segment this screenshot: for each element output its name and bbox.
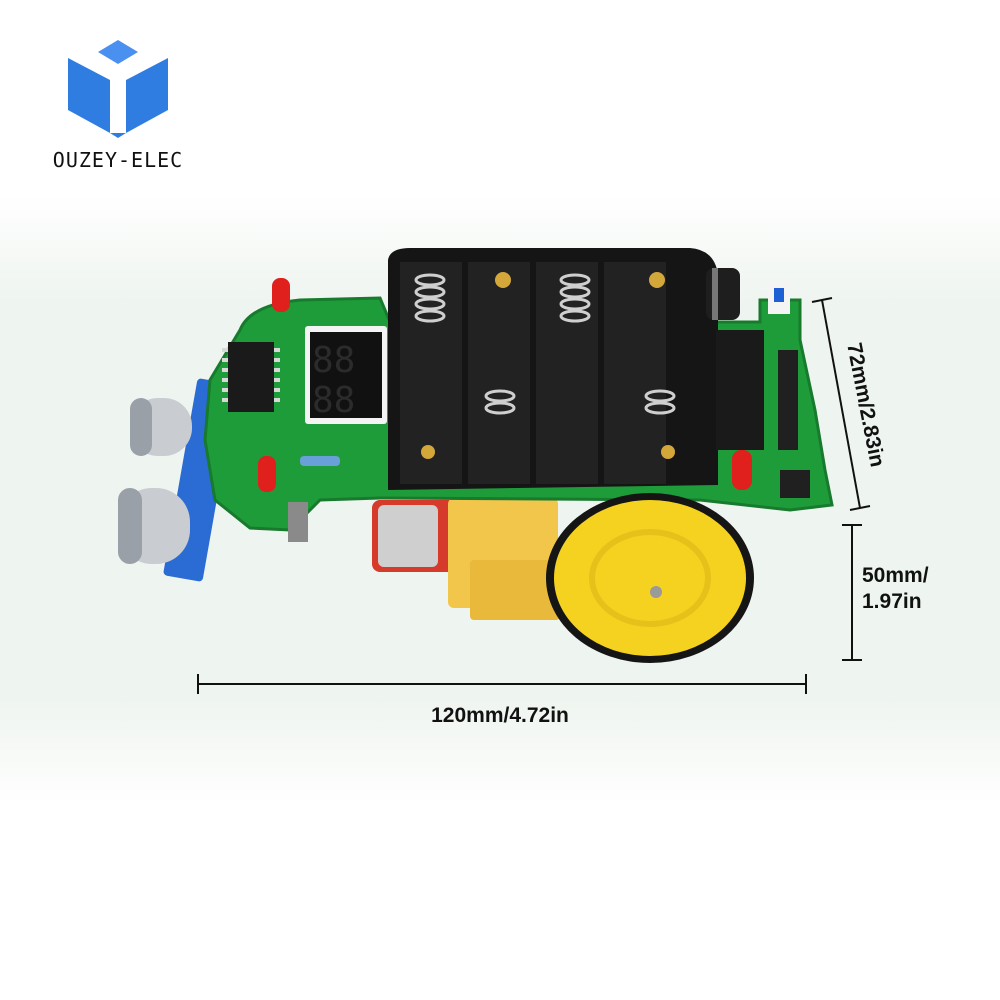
dimension-height-label: 50mm/ 1.97in <box>862 563 982 615</box>
wheel <box>554 500 746 656</box>
dimension-height-line <box>842 524 862 661</box>
dimension-depth-line <box>811 297 871 511</box>
svg-text:88: 88 <box>312 340 355 381</box>
led-right <box>732 450 752 490</box>
resistor <box>300 456 340 466</box>
bolt <box>288 502 308 542</box>
brand-name: OUZEY-ELEC <box>52 148 184 172</box>
dimension-width-label: 120mm/4.72in <box>431 704 569 727</box>
led-left <box>258 456 276 492</box>
capacitor <box>706 268 740 320</box>
battery-springs <box>414 273 676 415</box>
brand-logo <box>68 40 168 138</box>
dimension-height-line1: 50mm/ <box>862 564 929 587</box>
led-top <box>272 278 290 312</box>
microcontroller <box>716 330 764 450</box>
svg-text:88: 88 <box>312 380 355 421</box>
ic-chip <box>228 342 274 412</box>
dimension-height-line2: 1.97in <box>862 590 922 613</box>
battery-terminal <box>495 272 511 288</box>
dimension-width-line <box>197 674 807 694</box>
wheel-hub <box>650 586 662 598</box>
pin-header <box>778 350 798 450</box>
